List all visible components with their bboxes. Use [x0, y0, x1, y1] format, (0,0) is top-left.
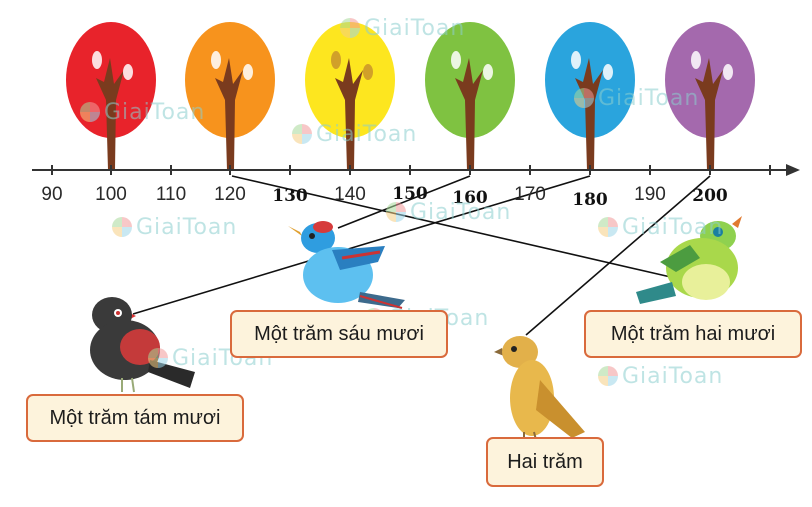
tick-label-160: 160 [452, 188, 488, 208]
watermark: GiaiToan [386, 200, 511, 225]
number-line [32, 164, 800, 176]
watermark-logo-icon [292, 124, 312, 144]
tick-label-200: 200 [692, 186, 728, 206]
tree-purple [665, 22, 755, 170]
tick-label-100: 100 [95, 184, 127, 205]
matching-lines [132, 175, 711, 336]
card-two-hundred[interactable]: Hai trăm [486, 437, 604, 487]
watermark: GiaiToan [574, 86, 699, 111]
watermark: GiaiToan [80, 100, 205, 125]
watermark-logo-icon [386, 202, 406, 222]
match-line-180 [132, 175, 591, 315]
blue-bird [288, 221, 405, 309]
watermark: GiaiToan [112, 215, 237, 240]
watermark-logo-icon [598, 366, 618, 386]
tick-label-120: 120 [214, 184, 246, 205]
watermark: GiaiToan [598, 364, 723, 389]
watermark-logo-icon [574, 88, 594, 108]
tick-label-150: 150 [392, 184, 428, 204]
watermark-logo-icon [112, 217, 132, 237]
tick-label-90: 90 [41, 184, 63, 205]
card-one-twenty[interactable]: Một trăm hai mươi [584, 310, 802, 358]
tree-blue [545, 22, 635, 170]
tree-orange [185, 22, 275, 170]
green-bird [636, 216, 742, 304]
watermark-logo-icon [148, 348, 168, 368]
tick-label-170: 170 [514, 184, 546, 205]
card-one-sixty[interactable]: Một trăm sáu mươi [230, 310, 448, 358]
watermark: GiaiToan [148, 346, 273, 371]
match-line-120 [231, 175, 676, 279]
watermark: GiaiToan [292, 122, 417, 147]
tick-label-190: 190 [634, 184, 666, 205]
tree-yellow [305, 22, 395, 170]
match-line-200 [525, 175, 711, 336]
tick-label-110: 110 [155, 184, 187, 205]
tick-label-140: 140 [334, 184, 366, 205]
yellow-bird [494, 336, 585, 441]
card-one-eighty[interactable]: Một trăm tám mươi [26, 394, 244, 442]
tree-green [425, 22, 515, 170]
watermark-logo-icon [340, 18, 360, 38]
watermark-logo-icon [80, 102, 100, 122]
watermark: GiaiToan [598, 215, 723, 240]
tick-label-130: 130 [272, 186, 308, 206]
match-line-160 [337, 175, 471, 229]
tree-red [66, 22, 156, 170]
tick-label-180: 180 [572, 190, 608, 210]
watermark-logo-icon [598, 217, 618, 237]
watermark: GiaiToan [340, 16, 465, 41]
